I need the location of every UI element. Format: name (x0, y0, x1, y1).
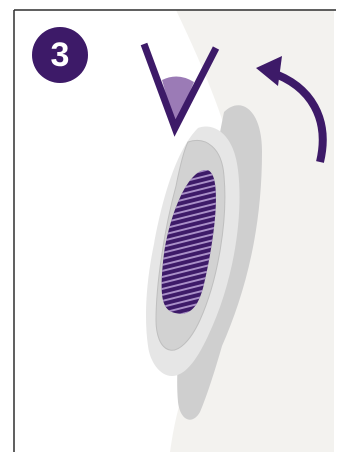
step-badge: 3 (32, 27, 88, 83)
step-number: 3 (51, 36, 70, 74)
